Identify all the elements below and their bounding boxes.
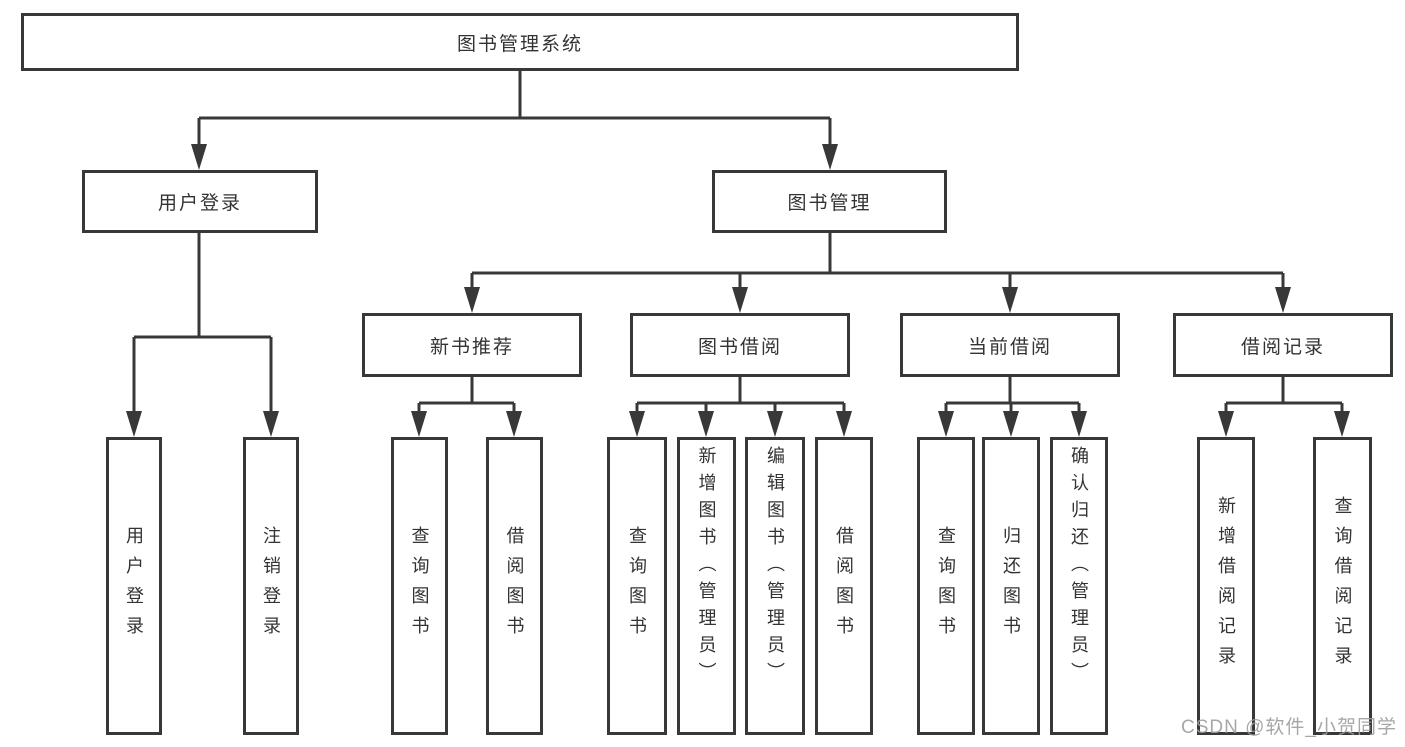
leaf-borrow-add-books-admin: 新增图书（管理员） xyxy=(677,437,736,735)
leaf-current-confirm-return-admin-label: 确认归还（管理员） xyxy=(1069,446,1089,689)
node-user-login: 用户登录 xyxy=(82,170,318,233)
leaf-newrec-query-books: 查询图书 xyxy=(391,437,448,735)
node-user-login-label: 用户登录 xyxy=(157,193,242,214)
leaf-newrec-query-books-label: 查询图书 xyxy=(409,526,430,646)
node-root: 图书管理系统 xyxy=(21,13,1019,71)
leaf-user-login: 用户登录 xyxy=(106,437,162,735)
leaf-logout: 注销登录 xyxy=(243,437,299,735)
node-book-borrowing: 图书借阅 xyxy=(630,313,850,377)
leaf-borrow-query-books-label: 查询图书 xyxy=(627,526,647,646)
node-book-borrowing-label: 图书借阅 xyxy=(697,336,782,358)
node-new-book-recommend-label: 新书推荐 xyxy=(429,336,514,358)
node-current-borrowing: 当前借阅 xyxy=(900,313,1120,377)
csdn-watermark: CSDN @软件_小贺同学 xyxy=(1181,717,1397,738)
node-book-management: 图书管理 xyxy=(712,170,947,233)
leaf-borrow-add-books-admin-label: 新增图书（管理员） xyxy=(696,446,717,689)
arrowheads xyxy=(126,144,1350,437)
node-new-book-recommend: 新书推荐 xyxy=(362,313,582,377)
leaf-current-query-books-label: 查询图书 xyxy=(936,526,956,646)
node-book-management-label: 图书管理 xyxy=(787,193,872,214)
leaf-records-add-record-label: 新增借阅记录 xyxy=(1216,496,1236,676)
node-borrowing-records-label: 借阅记录 xyxy=(1240,336,1325,358)
leaf-newrec-borrow-books: 借阅图书 xyxy=(486,437,543,735)
leaf-borrow-query-books: 查询图书 xyxy=(607,437,667,735)
leaf-records-add-record: 新增借阅记录 xyxy=(1197,437,1255,735)
tree-edges xyxy=(132,71,1344,413)
leaf-records-query-record: 查询借阅记录 xyxy=(1313,437,1372,735)
node-current-borrowing-label: 当前借阅 xyxy=(967,336,1052,358)
leaf-current-confirm-return-admin: 确认归还（管理员） xyxy=(1050,437,1108,735)
leaf-borrow-borrow-books: 借阅图书 xyxy=(815,437,873,735)
leaf-records-query-record-label: 查询借阅记录 xyxy=(1332,496,1353,676)
node-root-label: 图书管理系统 xyxy=(456,33,583,55)
node-borrowing-records: 借阅记录 xyxy=(1173,313,1393,377)
leaf-current-return-books-label: 归还图书 xyxy=(1001,526,1021,646)
leaf-borrow-edit-books-admin-label: 编辑图书（管理员） xyxy=(765,446,785,689)
leaf-current-return-books: 归还图书 xyxy=(982,437,1040,735)
leaf-borrow-edit-books-admin: 编辑图书（管理员） xyxy=(745,437,805,735)
leaf-current-query-books: 查询图书 xyxy=(917,437,975,735)
leaf-logout-label: 注销登录 xyxy=(261,526,281,646)
leaf-borrow-borrow-books-label: 借阅图书 xyxy=(834,526,854,646)
leaf-user-login-label: 用户登录 xyxy=(124,526,144,646)
leaf-newrec-borrow-books-label: 借阅图书 xyxy=(504,526,525,646)
